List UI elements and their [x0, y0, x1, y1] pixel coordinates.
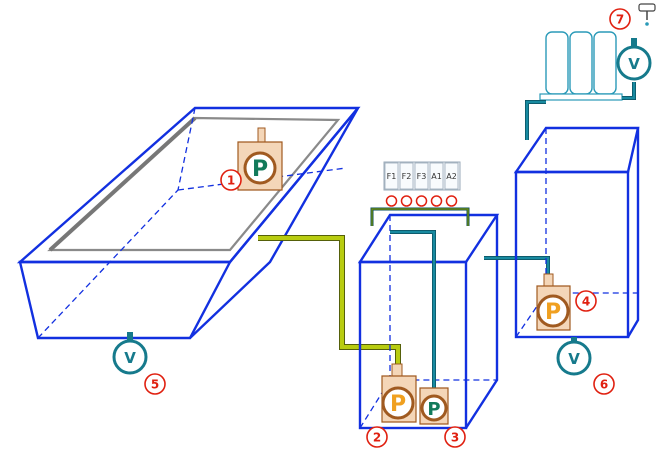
- svg-text:V: V: [568, 350, 580, 368]
- pump-3-letter: P: [427, 399, 440, 420]
- pump-3: P: [419, 387, 449, 425]
- valve-6: V: [556, 337, 592, 376]
- faucet-icon: [638, 3, 656, 26]
- svg-text:6: 6: [600, 378, 608, 392]
- chem-tank-f3: F3: [414, 162, 429, 207]
- svg-text:4: 4: [582, 295, 590, 309]
- middle-tank: [357, 213, 500, 430]
- chem-tank-a2: A2: [444, 162, 459, 207]
- svg-text:5: 5: [151, 378, 159, 392]
- pump-2: P: [381, 363, 417, 423]
- marker-3: 3: [444, 426, 466, 448]
- svg-text:7: 7: [616, 13, 624, 27]
- valve-7: V: [616, 38, 652, 81]
- chem-tank-a1: A1: [429, 162, 444, 207]
- svg-text:F3: F3: [417, 172, 427, 181]
- pump-1: P: [237, 127, 283, 191]
- pump-1-letter: P: [252, 157, 268, 182]
- svg-text:A1: A1: [431, 172, 442, 181]
- svg-text:2: 2: [373, 431, 381, 445]
- chemical-dosing-tanks: F1 F2 F3 A1 A2: [370, 161, 470, 226]
- marker-2: 2: [366, 426, 388, 448]
- svg-text:1: 1: [227, 174, 235, 188]
- pump-4-letter: P: [545, 300, 561, 325]
- marker-1: 1: [220, 169, 242, 191]
- svg-text:F2: F2: [402, 172, 412, 181]
- pipe-teal: [390, 230, 550, 388]
- pump-2-letter: P: [390, 392, 406, 417]
- svg-text:V: V: [628, 55, 640, 73]
- pump-4: P: [536, 273, 571, 331]
- filter-cartridges: [525, 31, 636, 140]
- marker-6: 6: [593, 373, 615, 395]
- svg-text:A2: A2: [446, 172, 457, 181]
- svg-text:V: V: [124, 349, 136, 367]
- marker-4: 4: [575, 290, 597, 312]
- svg-text:F1: F1: [387, 172, 397, 181]
- valve-5: V: [112, 332, 148, 375]
- svg-text:3: 3: [451, 431, 459, 445]
- marker-5: 5: [144, 373, 166, 395]
- pipe-green: [258, 235, 401, 365]
- marker-7: 7: [609, 8, 631, 30]
- chem-tank-f2: F2: [399, 162, 414, 207]
- trough-basin: [16, 106, 361, 340]
- chem-tank-f1: F1: [384, 162, 399, 207]
